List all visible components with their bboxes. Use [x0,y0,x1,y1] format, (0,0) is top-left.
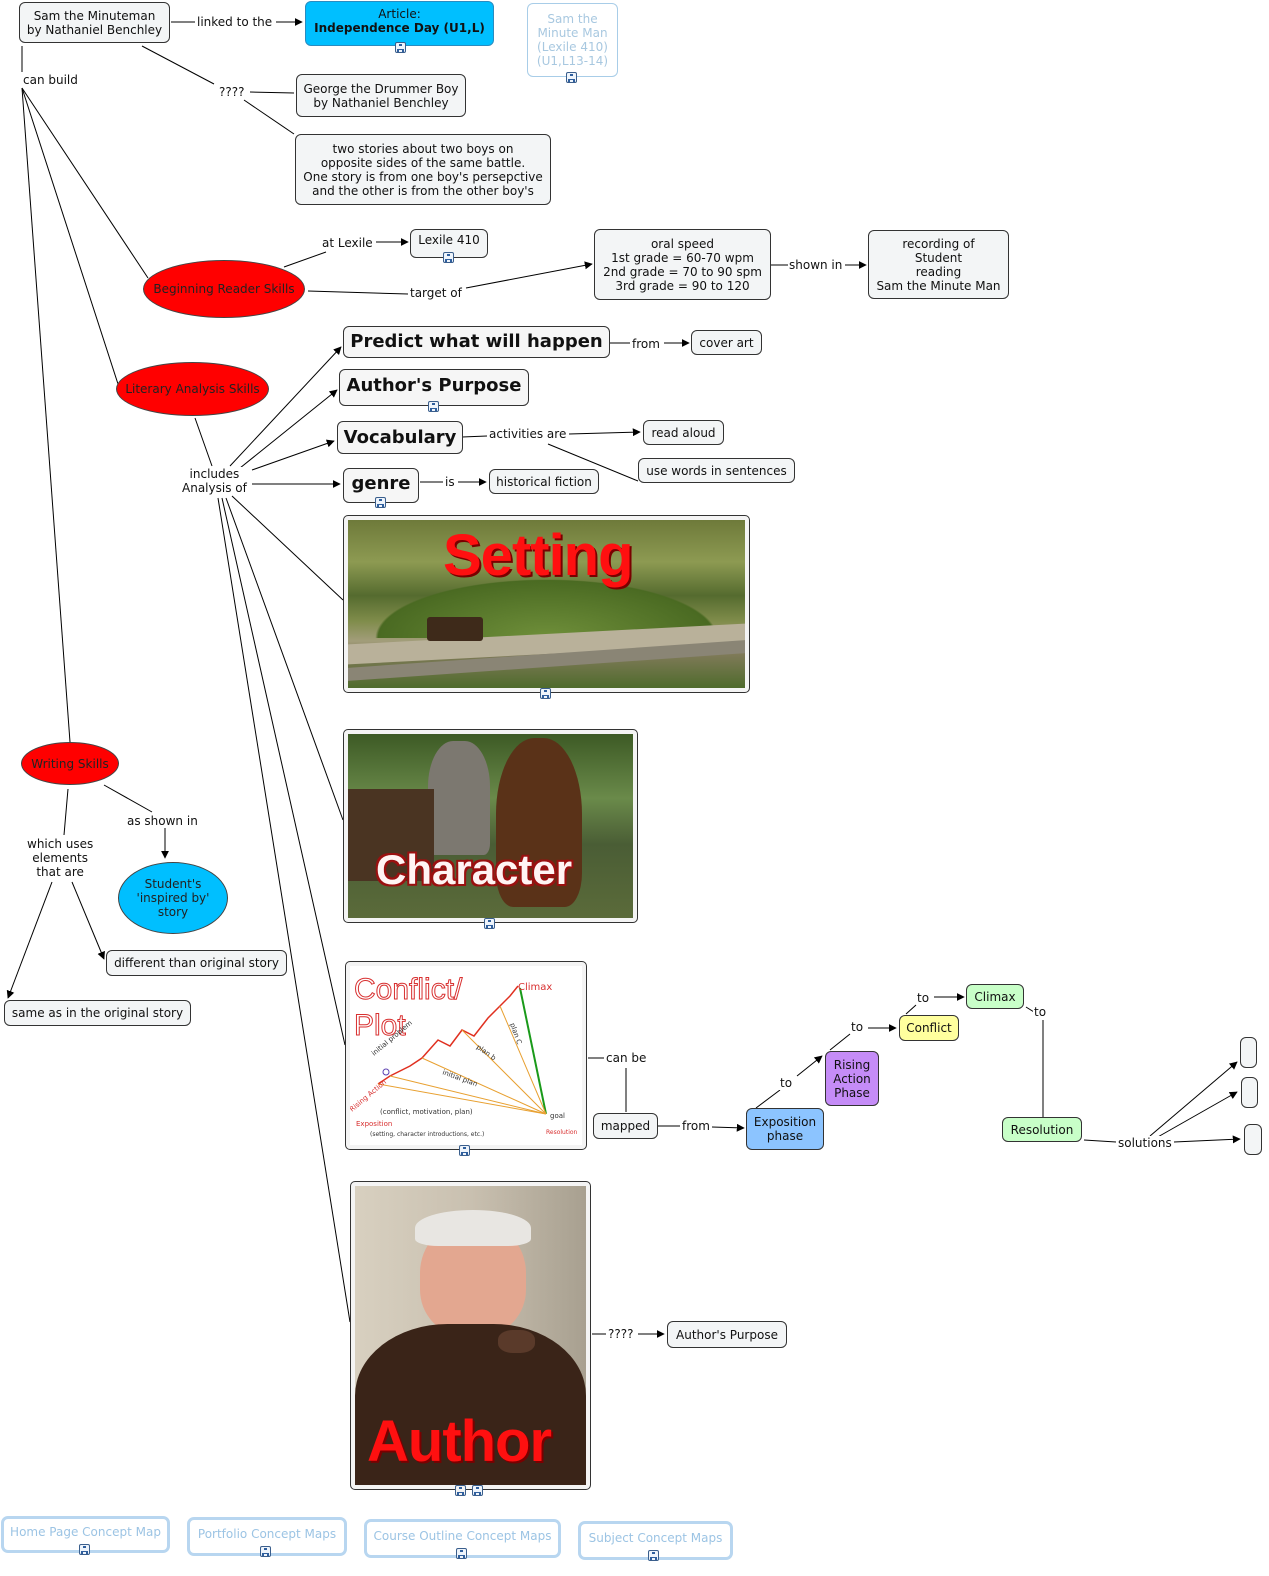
is-label: is [444,475,456,489]
climax-node[interactable]: Climax [966,984,1024,1009]
article-independence-day-node[interactable]: Article: Independence Day (U1,L) [305,1,494,46]
activities-are-label: activities are [488,427,568,441]
includes-analysis-label: includes Analysis of [181,467,248,495]
cover-art-node[interactable]: cover art [691,330,762,355]
from-label: from [631,337,661,351]
setting-title: Setting [443,523,634,588]
sam-the-minuteman-node[interactable]: Sam the Minuteman by Nathaniel Benchley [19,2,170,43]
same-as-original-node[interactable]: same as in the original story [4,1000,191,1026]
unknown-relation-label: ???? [218,85,246,99]
from-label: from [681,1119,711,1133]
unknown-relation-label: ???? [607,1327,635,1341]
mapped-node[interactable]: mapped [593,1113,658,1139]
solutions-label: solutions [1117,1136,1173,1150]
cart-shape [348,789,434,882]
sketch-resolution: Resolution [546,1129,578,1136]
use-words-node[interactable]: use words in sentences [638,458,795,483]
shown-in-label: shown in [788,258,844,272]
plot-sketch-picture: Conflict/ Plot Climax plan C plan b init… [350,966,582,1145]
writing-skills-node[interactable]: Writing Skills [21,742,119,785]
vocabulary-node[interactable]: Vocabulary [337,421,463,454]
author-pipe-shape [498,1329,536,1354]
linked-map-icon[interactable] [540,688,551,699]
linked-map-icon[interactable] [395,42,406,53]
article-label: Article: [378,6,421,21]
linked-map-icon[interactable] [79,1544,90,1555]
exposition-phase-node[interactable]: Exposition phase [746,1108,824,1150]
to-label: to [1033,1005,1048,1019]
horse-shape [496,737,582,907]
author-hair-shape [415,1209,531,1246]
sketch-climax: Climax [518,982,552,993]
setting-picture: Setting [348,520,745,688]
sam-the-minute-man-faded-node[interactable]: Sam the Minute Man (Lexile 410) (U1,L13-… [527,3,618,77]
sketch-plan-c: plan C [508,1022,523,1046]
as-shown-in-label: as shown in [126,814,199,828]
authors-purpose-node[interactable]: Author's Purpose [339,369,529,406]
linked-map-icon[interactable] [375,497,386,508]
which-uses-elements-label: which uses elements that are [26,837,95,879]
linked-to-label: linked to the [196,15,274,29]
to-label: to [779,1076,794,1090]
linked-map-icon[interactable] [472,1485,483,1496]
can-build-label: can build [22,73,79,87]
sketch-goal: goal [550,1112,565,1120]
sketch-plan-b: plan b [475,1043,498,1062]
linked-map-icon[interactable] [484,918,495,929]
beginning-reader-skills-node[interactable]: Beginning Reader Skills [143,260,305,318]
authors-purpose-small-node[interactable]: Author's Purpose [667,1321,787,1348]
setting-image-node[interactable]: Setting [343,515,750,693]
to-label: to [916,991,931,1005]
different-than-original-node[interactable]: different than original story [106,950,287,976]
george-drummer-boy-node[interactable]: George the Drummer Boy by Nathaniel Benc… [296,74,466,117]
conflict-plot-title: Conflict/ Plot [353,973,463,1043]
author-title: Author [367,1409,552,1474]
read-aloud-node[interactable]: read aloud [643,420,724,445]
wizard-shape [427,741,491,856]
sketch-initial-plan: initial plan [441,1068,478,1088]
historical-fiction-node[interactable]: historical fiction [489,469,599,494]
to-label: to [850,1020,865,1034]
empty-solution-node-1[interactable] [1240,1037,1257,1068]
resolution-node[interactable]: Resolution [1002,1117,1082,1142]
article-title: Independence Day (U1,L) [314,20,485,35]
students-inspired-story-node[interactable]: Student's 'inspired by' story [118,862,228,934]
character-picture: Character [348,734,633,918]
empty-solution-node-2[interactable] [1241,1077,1258,1108]
character-title: Character [376,846,573,893]
at-lexile-label: at Lexile [321,236,374,250]
character-image-node[interactable]: Character [343,729,638,923]
literary-analysis-skills-node[interactable]: Literary Analysis Skills [116,362,269,416]
sketch-exposition: Exposition [356,1120,392,1128]
linked-map-icon[interactable] [459,1145,470,1156]
linked-map-icon[interactable] [260,1546,271,1557]
sketch-conflict-line: (conflict, motivation, plan) [380,1108,473,1116]
linked-map-icon[interactable] [428,401,439,412]
author-coat-shape [355,1323,586,1485]
recording-node[interactable]: recording of Student reading Sam the Min… [868,230,1009,299]
two-stories-node[interactable]: two stories about two boys on opposite s… [295,134,551,205]
lexile-410-node[interactable]: Lexile 410 [410,229,488,258]
linked-map-icon[interactable] [456,1548,467,1559]
conflict-node[interactable]: Conflict [899,1015,959,1041]
cart-shape [427,617,483,641]
author-picture: Author [355,1186,586,1485]
linked-map-icon[interactable] [648,1550,659,1561]
sketch-initial-problem: initial problem [370,1019,414,1058]
plot-sketch: Climax plan C plan b initial plan initia… [350,982,578,1138]
rising-action-phase-node[interactable]: Rising Action Phase [825,1051,879,1106]
can-be-label: can be [605,1051,648,1065]
linked-map-icon[interactable] [566,72,577,83]
author-image-node[interactable]: Author [350,1181,591,1490]
target-of-label: target of [409,286,463,300]
oral-speed-node[interactable]: oral speed 1st grade = 60-70 wpm 2nd gra… [594,229,771,300]
conflict-plot-image-node[interactable]: Conflict/ Plot Climax plan C plan b init… [345,961,587,1150]
linked-map-icon[interactable] [443,252,454,263]
empty-solution-node-3[interactable] [1244,1124,1262,1155]
predict-node[interactable]: Predict what will happen [343,326,610,358]
sketch-setting-line: (setting, character introductions, etc.) [370,1131,484,1138]
notes-icon[interactable] [455,1485,466,1496]
